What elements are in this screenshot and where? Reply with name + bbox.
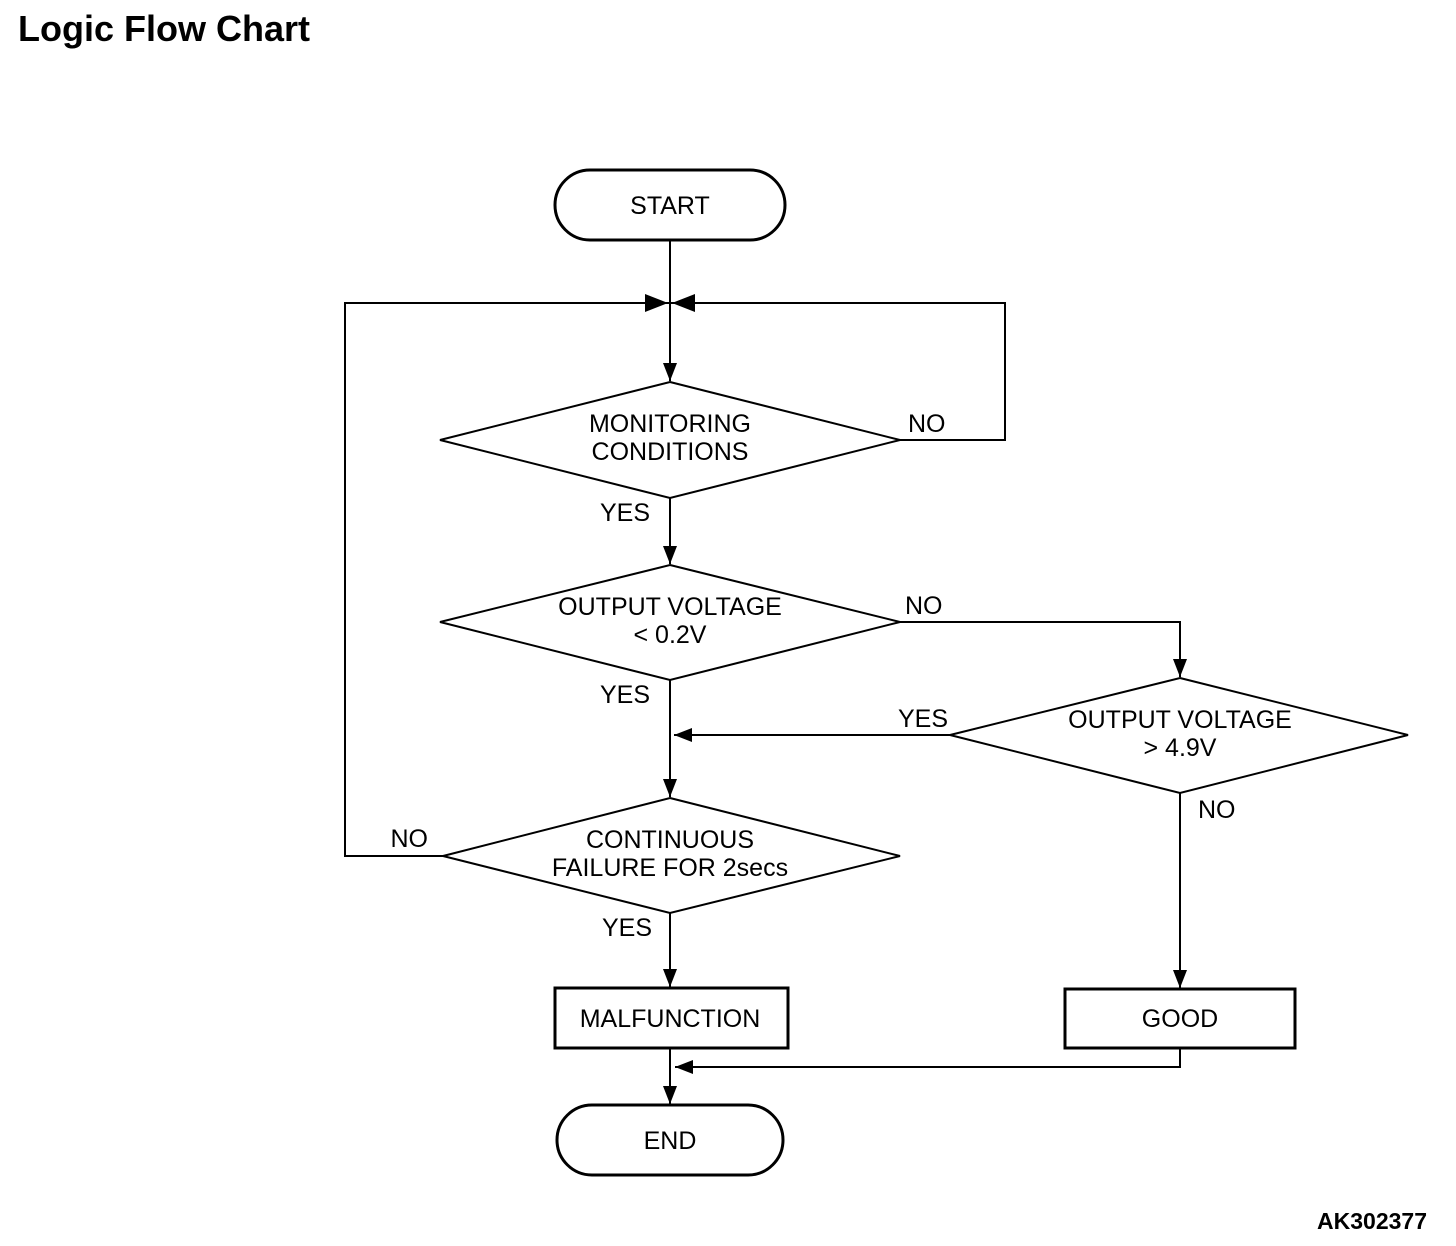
- output-high-decision-shape: [949, 676, 1409, 795]
- continuous-failure-no-label: NO: [391, 825, 429, 853]
- end-terminator-shape: [555, 1103, 785, 1177]
- output-low-yes-label: YES: [600, 681, 650, 709]
- output-low-label-line2: < 0.2V: [634, 621, 707, 649]
- figure-code: AK302377: [1317, 1208, 1427, 1234]
- output-high-label-line2: > 4.9V: [1144, 734, 1217, 762]
- malfunction-label: MALFUNCTION: [580, 1005, 761, 1033]
- output-low-label-line1: OUTPUT VOLTAGE: [558, 593, 782, 621]
- start-terminator-shape: [553, 168, 787, 242]
- continuous-failure-yes-label: YES: [602, 914, 652, 942]
- output-low-no-label: NO: [905, 592, 943, 620]
- output-high-yes-label: YES: [898, 705, 948, 733]
- junction-arrowhead-left-icon: [645, 294, 668, 312]
- monitoring-label-line2: CONDITIONS: [592, 438, 749, 466]
- monitoring-no-label: NO: [908, 410, 946, 438]
- output-high-no-label: NO: [1198, 796, 1236, 824]
- good-label: GOOD: [1142, 1005, 1218, 1033]
- edge-continuous-no-loop: [344, 302, 670, 857]
- start-label: START: [630, 192, 710, 220]
- continuous-failure-label-line2: FAILURE FOR 2secs: [552, 854, 788, 882]
- page-title: Logic Flow Chart: [18, 8, 310, 49]
- edge-monitoring-no-loop: [670, 302, 1006, 441]
- good-process-shape: [1063, 987, 1297, 1050]
- monitoring-decision-shape: [439, 380, 901, 500]
- monitoring-label-line1: MONITORING: [589, 410, 751, 438]
- junction-arrowhead-right-icon: [672, 294, 695, 312]
- continuous-failure-label-line1: CONTINUOUS: [586, 826, 754, 854]
- malfunction-process-shape: [553, 986, 790, 1050]
- edge-good-to-end-line: [675, 1048, 1181, 1074]
- edge-output-low-no: [900, 621, 1187, 677]
- end-label: END: [644, 1127, 697, 1155]
- continuous-failure-decision-shape: [442, 796, 901, 915]
- output-high-label-line1: OUTPUT VOLTAGE: [1068, 706, 1292, 734]
- output-low-decision-shape: [439, 563, 901, 682]
- monitoring-yes-label: YES: [600, 499, 650, 527]
